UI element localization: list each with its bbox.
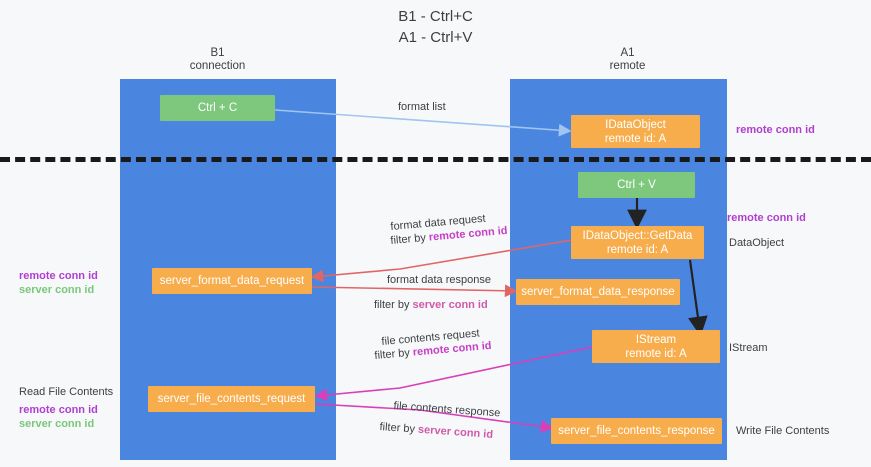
lane-title-b1: B1 connection (189, 47, 246, 72)
edge-label-format-data-response: format data response (387, 274, 491, 286)
node-ctrl-c[interactable]: Ctrl + C (160, 95, 275, 121)
side-label-remote-conn-top: remote conn id (736, 123, 815, 137)
node-idataobject[interactable]: IDataObject remote id: A (571, 115, 700, 148)
side-label-left-server-conn-2: server conn id (19, 417, 94, 431)
edge-label-format-data-response-filter: filter by server conn id (374, 299, 488, 312)
edge-label-file-contents-response-filter: filter by server conn id (379, 421, 493, 442)
diagram-title: B1 - Ctrl+C A1 - Ctrl+V (398, 8, 473, 46)
side-label-left-remote-conn-text: remote conn id (19, 270, 98, 282)
node-istream-label: IStream (635, 333, 677, 346)
node-server-file-contents-request[interactable]: server_file_contents_request (148, 386, 315, 412)
node-server-format-data-request[interactable]: server_format_data_request (152, 268, 312, 294)
node-ctrl-v-label: Ctrl + V (617, 179, 656, 191)
side-label-read-file-contents: Read File Contents (19, 386, 114, 398)
side-label-left-remote-conn-2: remote conn id (19, 403, 98, 417)
side-label-remote-conn-mid: remote conn id (727, 211, 806, 225)
edge-filter-prefix-2: filter by (374, 299, 413, 311)
side-label-left-remote-conn-2-text: remote conn id (19, 404, 98, 416)
edge-filter-prefix-1: filter by (390, 231, 430, 247)
node-getdata-sublabel: remote id: A (606, 243, 669, 256)
node-getdata-label: IDataObject::GetData (582, 229, 693, 242)
edge-filter-prefix-3: filter by (374, 346, 414, 362)
node-server-format-data-response[interactable]: server_format_data_response (516, 279, 680, 305)
side-label-left-remote-conn: remote conn id (19, 269, 98, 283)
edge-filter-key-4: server conn id (417, 423, 494, 441)
node-getdata[interactable]: IDataObject::GetData remote id: A (571, 226, 704, 259)
node-ctrl-v[interactable]: Ctrl + V (578, 172, 695, 198)
side-label-istream: IStream (729, 342, 768, 354)
node-server-format-data-request-label: server_format_data_request (159, 275, 305, 287)
node-istream[interactable]: IStream remote id: A (592, 330, 720, 363)
side-label-remote-conn-mid-text: remote conn id (727, 212, 806, 224)
side-label-left-server-conn-2-text: server conn id (19, 418, 95, 430)
node-ctrl-c-label: Ctrl + C (197, 102, 238, 114)
edge-label-format-list: format list (398, 101, 446, 113)
node-server-file-contents-request-label: server_file_contents_request (157, 393, 306, 405)
side-label-write-file-contents: Write File Contents (736, 425, 830, 437)
node-idataobject-sublabel: remote id: A (604, 132, 667, 145)
node-istream-sublabel: remote id: A (625, 347, 687, 360)
node-server-format-data-response-label: server_format_data_response (521, 286, 675, 298)
edge-filter-key-2: server conn id (412, 299, 488, 311)
node-idataobject-label: IDataObject (605, 118, 666, 131)
node-server-file-contents-response[interactable]: server_file_contents_response (551, 418, 722, 444)
lane-title-a1: A1 remote (609, 47, 646, 72)
side-label-left-server-conn: server conn id (19, 283, 94, 297)
edge-label-file-contents-response: file contents response (393, 400, 501, 420)
side-label-dataobject: DataObject (729, 237, 785, 249)
edge-filter-prefix-4: filter by (379, 421, 419, 436)
node-server-file-contents-response-label: server_file_contents_response (558, 425, 715, 437)
phase-divider (0, 157, 871, 162)
side-label-left-server-conn-text: server conn id (19, 284, 95, 296)
side-label-remote-conn-top-text: remote conn id (736, 124, 815, 136)
